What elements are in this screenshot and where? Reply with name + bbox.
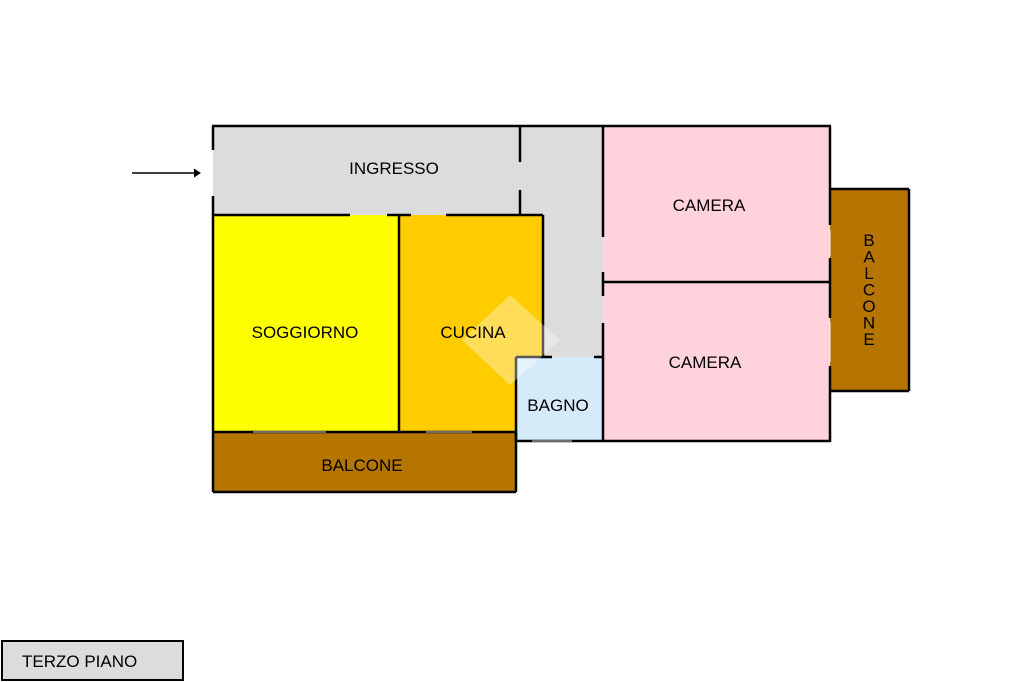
logo-watermark-icon <box>462 295 560 385</box>
entrance-arrow-icon <box>132 168 201 178</box>
floor-label-text: TERZO PIANO <box>22 652 138 671</box>
label-balcone-right-letter: B <box>863 231 874 250</box>
room-camera-2 <box>603 282 830 441</box>
label-balcone-right-letter: E <box>863 330 874 349</box>
room-bagno <box>516 357 603 441</box>
balcony-bottom <box>213 432 516 492</box>
label-balcone-right-letter: L <box>864 264 873 283</box>
label-balcone-bottom: BALCONE <box>321 456 402 475</box>
label-balcone-right-letter: O <box>862 297 875 316</box>
room-ingresso <box>213 126 603 357</box>
label-camera-1: CAMERA <box>673 196 746 215</box>
window-markers <box>253 230 831 442</box>
label-bagno: BAGNO <box>527 396 588 415</box>
label-cucina: CUCINA <box>440 323 506 342</box>
room-soggiorno <box>213 215 399 432</box>
balcony-right <box>830 189 909 391</box>
label-ingresso: INGRESSO <box>349 159 439 178</box>
label-balcone-right-letter: A <box>863 248 875 267</box>
label-soggiorno: SOGGIORNO <box>252 323 359 342</box>
walls <box>211 124 911 494</box>
label-balcone-right-letter: C <box>863 281 875 300</box>
label-camera-2: CAMERA <box>669 353 742 372</box>
room-camera-1 <box>603 126 830 282</box>
floor-label: TERZO PIANO <box>1 640 184 681</box>
label-balcone-right-letter: N <box>863 314 875 333</box>
